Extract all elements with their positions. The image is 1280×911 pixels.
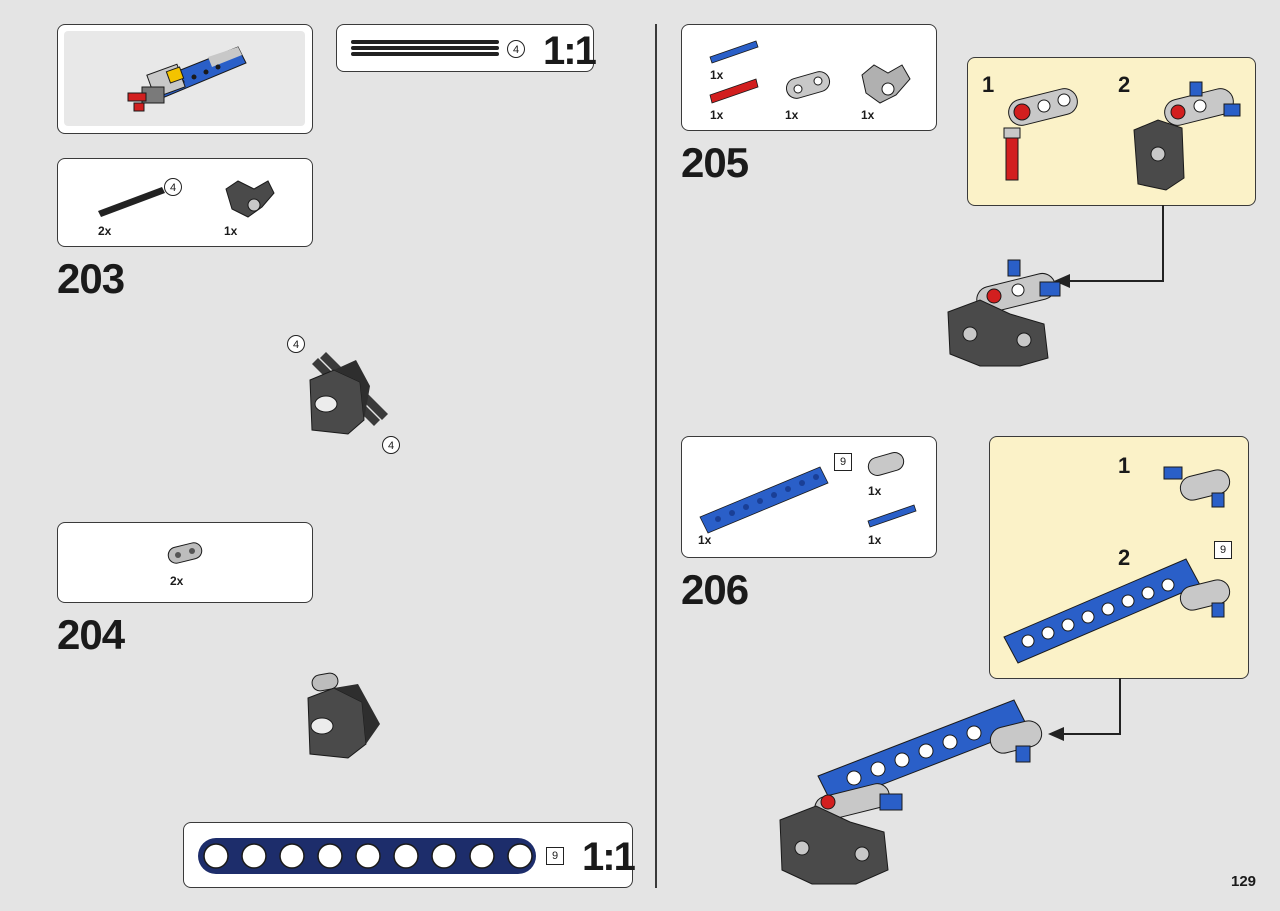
ruler-top-length-badge: 4: [507, 40, 525, 58]
connector-part-image: [225, 180, 275, 218]
step-203-axle-qty: 2x: [98, 224, 112, 238]
step-205-assembly-image: [947, 259, 1061, 367]
submodel-preview-box: [57, 24, 313, 134]
step-206-pin-qty: 1x: [868, 533, 882, 547]
step-206-substep-length-badge: 9: [1214, 541, 1232, 559]
axle-length-ruler-image: [351, 40, 499, 56]
step-206-parts-box: 9 1x 1x 1x: [681, 436, 937, 558]
step-203-callout-bottom: 4: [382, 436, 400, 454]
step-206-beam-qty: 1x: [698, 533, 712, 547]
step-204-assembly-image: [307, 672, 380, 759]
beam-9-ruler-image: [198, 838, 536, 874]
step-205-red-pin-qty: 1x: [710, 108, 724, 122]
step-206-beam-length-badge: 9: [834, 453, 852, 471]
ruler-bottom-length-badge: 9: [546, 847, 564, 865]
step-206-assembly-image: [779, 699, 1043, 885]
step-203-parts-box: 4 2x 1x: [57, 158, 313, 247]
step-205-blue-pin-qty: 1x: [710, 68, 724, 82]
step-number-205: 205: [681, 139, 749, 186]
ruler-bottom-scale-label: 1:1: [582, 835, 636, 879]
ruler-box-bottom: 9 1:1: [183, 822, 636, 888]
step-203-callout-top: 4: [287, 335, 305, 353]
step-205-substep-2: 2: [1118, 72, 1131, 97]
step-204-beam-qty: 2x: [170, 574, 184, 588]
step-204-parts-box: 2x: [57, 522, 313, 603]
step-205-parts-box: 1x 1x 1x 1x: [681, 24, 937, 131]
submodel-preview-image: [127, 46, 247, 112]
page-divider: [655, 24, 657, 888]
step-206-substep-2-image: [1003, 558, 1231, 664]
step-206-subassembly-box: 1 2 9: [989, 436, 1249, 679]
step-205-substep-1-image: [1003, 88, 1078, 181]
step-206-substep-2: 2: [1118, 545, 1131, 570]
axle-part-image: [98, 187, 165, 217]
beam-2-part-image: [167, 542, 203, 564]
step-206-gray-beam-qty: 1x: [868, 484, 882, 498]
step-205-callout-arrow: [1054, 205, 1164, 288]
step-number-203: 203: [57, 255, 125, 302]
ruler-top-scale-label: 1:1: [543, 29, 597, 73]
step-205-substep-1: 1: [982, 72, 995, 97]
ruler-box-top: 4 1:1: [336, 24, 597, 73]
step-203-axle-length-badge: 4: [164, 178, 182, 196]
page-number: 129: [1231, 873, 1257, 890]
step-205-connector-qty: 1x: [861, 108, 875, 122]
step-203-assembly-image: [309, 352, 388, 435]
step-203-connector-qty: 1x: [224, 224, 238, 238]
step-205-substep-2-image: [1133, 81, 1241, 191]
step-205-beam-qty: 1x: [785, 108, 799, 122]
step-206-substep-1-image: [1163, 466, 1231, 508]
step-206-callout-arrow: [1048, 678, 1121, 741]
step-206-substep-1: 1: [1118, 453, 1131, 478]
step-205-subassembly-box: 1 2: [967, 57, 1256, 206]
step-number-204: 204: [57, 611, 125, 658]
step-number-206: 206: [681, 566, 749, 613]
step-205-parts-image: [709, 40, 911, 104]
beam-9-part-image: [699, 452, 917, 534]
